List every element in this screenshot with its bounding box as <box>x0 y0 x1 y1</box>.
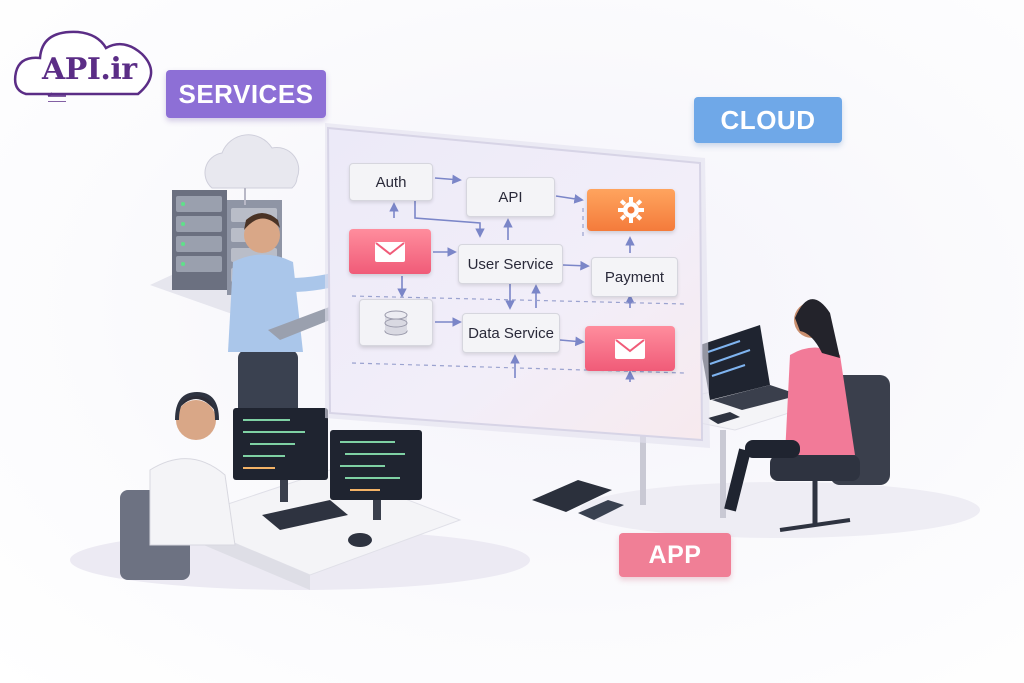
logo: API.ir <box>12 12 170 106</box>
cloud-icon <box>204 134 300 205</box>
cloud-logo-icon <box>13 30 153 106</box>
developer-desk <box>120 391 462 590</box>
payment-node: Payment <box>591 257 678 297</box>
database-icon <box>359 299 433 346</box>
logo-text: API.ir <box>42 52 137 87</box>
auth-node: Auth <box>349 163 433 201</box>
cloud-tag: CLOUD <box>694 97 842 143</box>
gear-icon <box>587 189 675 231</box>
api-node: API <box>466 177 555 217</box>
services-tag: SERVICES <box>166 70 326 118</box>
tablet-devices <box>532 480 624 520</box>
app-tag: APP <box>619 533 731 577</box>
designer-desk <box>634 299 890 532</box>
data-service-node: Data Service <box>462 313 560 353</box>
mail-icon <box>349 229 431 274</box>
user-service-node: User Service <box>458 244 563 284</box>
mail-icon <box>585 326 675 371</box>
